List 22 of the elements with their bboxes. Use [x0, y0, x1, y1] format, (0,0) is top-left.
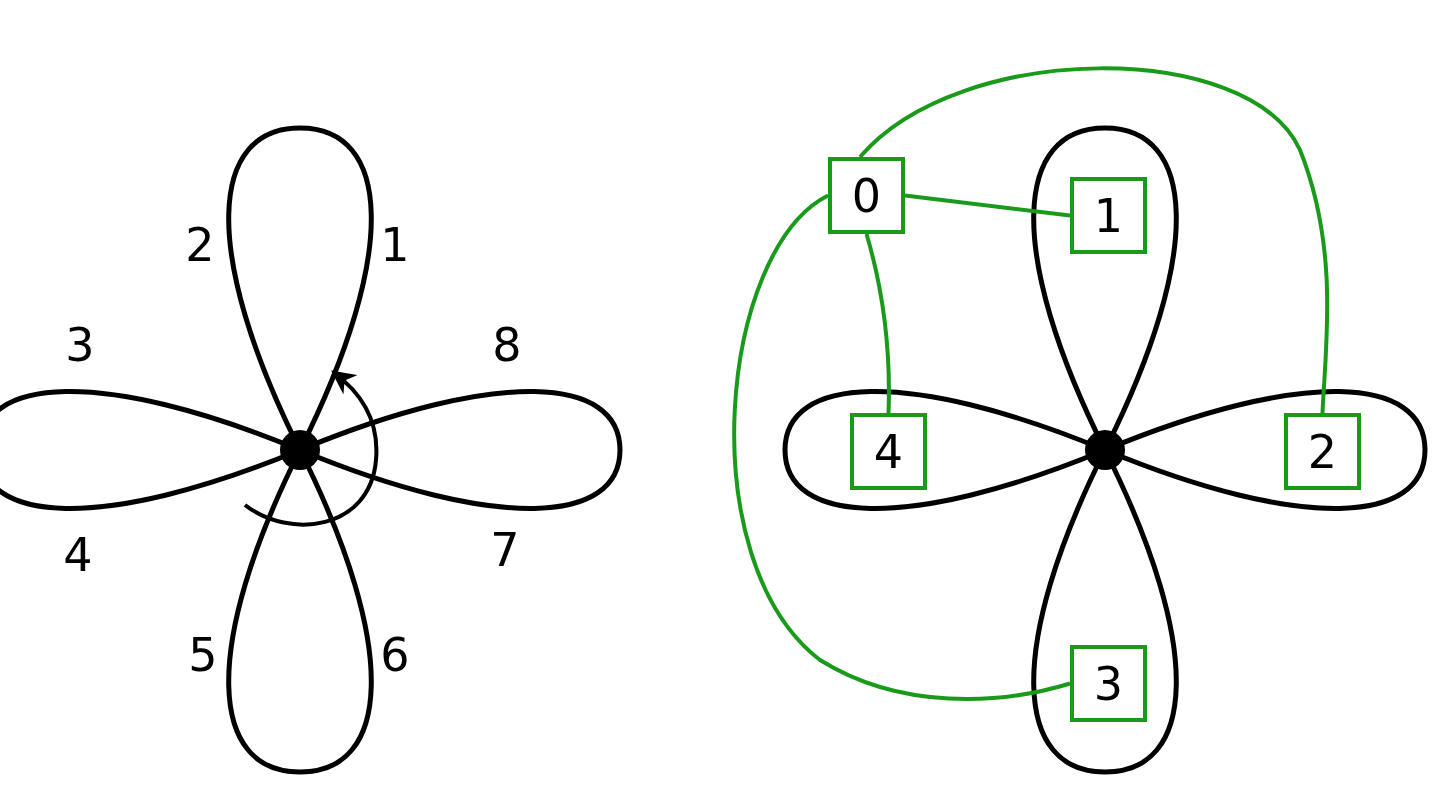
- curve-label: 2: [185, 222, 215, 268]
- numbered-box: [850, 413, 927, 490]
- connector-line: [904, 193, 1071, 218]
- box-number: 2: [1307, 428, 1338, 475]
- curve-label: 1: [380, 222, 410, 268]
- curve-label: 6: [380, 632, 410, 678]
- box-number: 4: [873, 428, 904, 475]
- curve-label: 5: [188, 632, 218, 678]
- curve-label: 7: [490, 527, 520, 573]
- numbered-box: [1070, 645, 1147, 722]
- numbered-box: [1284, 413, 1361, 490]
- curve-label: 3: [65, 322, 95, 368]
- curve-label: 8: [492, 322, 522, 368]
- box-number: 1: [1093, 192, 1124, 239]
- box-number: 0: [851, 172, 882, 219]
- connector-line: [864, 233, 891, 414]
- box-number: 3: [1093, 660, 1124, 707]
- connector-line: [858, 66, 1330, 414]
- numbered-box: [1070, 177, 1147, 254]
- curve-label: 4: [63, 532, 93, 578]
- connector-line: [732, 193, 1071, 701]
- numbered-box: [828, 157, 905, 234]
